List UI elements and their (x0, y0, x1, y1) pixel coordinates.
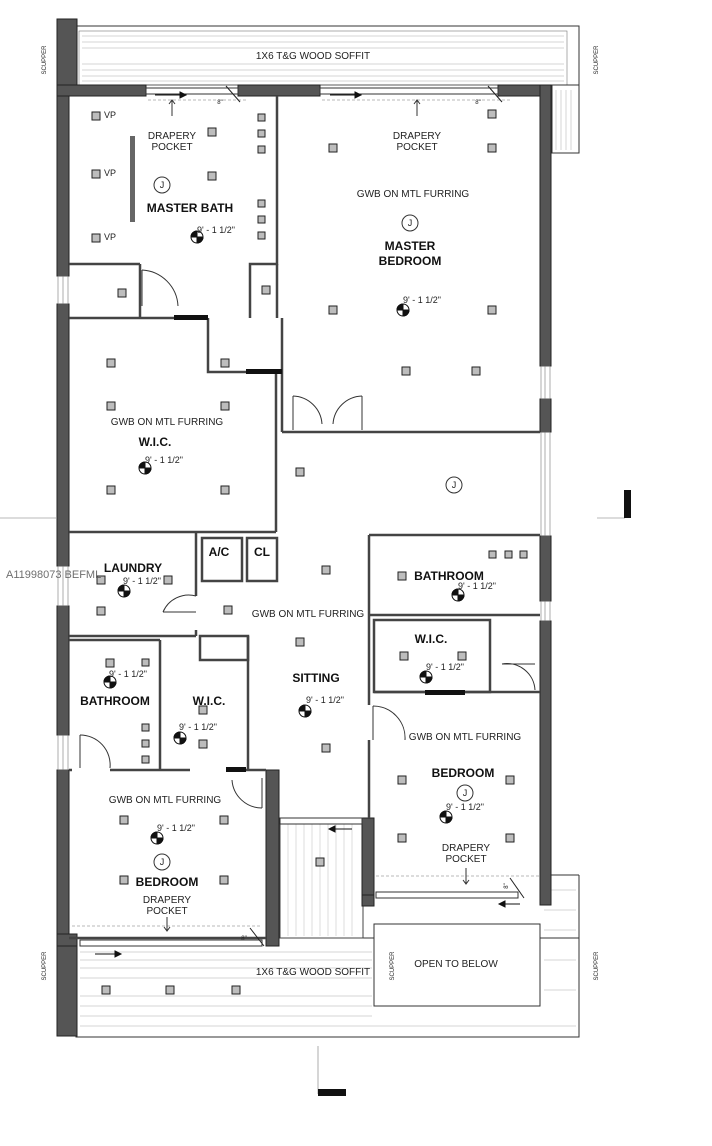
drapery-label-mbr: DRAPERY (393, 131, 441, 142)
vp-label-2: VP (104, 168, 116, 178)
gwb-note-br: GWB ON MTL FURRING (409, 732, 522, 743)
room-wic-top: W.I.C. (139, 435, 172, 449)
pocket-arrows (163, 99, 470, 932)
sliding-doors (72, 85, 540, 947)
junction-j-2: J (408, 218, 413, 228)
scupper-top-right: SCUPPER (594, 45, 600, 75)
dim-8-mbr: 8" (475, 100, 480, 106)
vp-label-3: VP (104, 232, 116, 242)
height-label-wic-right: 9' - 1 1/2" (426, 662, 464, 672)
room-master-bath: MASTER BATH (147, 201, 233, 215)
room-sitting: SITTING (292, 671, 339, 685)
junction-j-5: J (463, 788, 468, 798)
room-laundry: LAUNDRY (104, 561, 162, 575)
open-to-below-label: OPEN TO BELOW (414, 959, 498, 970)
height-label-wic: 9' - 1 1/2" (145, 455, 183, 465)
height-label-wic-left: 9' - 1 1/2" (179, 722, 217, 732)
dim-8-br: 8" (504, 883, 510, 888)
height-label-sitting: 9' - 1 1/2" (306, 695, 344, 705)
pocket-door-wic-left (226, 767, 246, 772)
balcony-deck (279, 817, 364, 939)
room-master-bedroom-1: MASTER (385, 239, 436, 253)
room-labels: MASTER BATH MASTER BEDROOM W.I.C. LAUNDR… (80, 201, 494, 889)
height-label-bed-left: 9' - 1 1/2" (157, 823, 195, 833)
height-label-bath-right: 9' - 1 1/2" (458, 581, 496, 591)
scupper-bottom-right: SCUPPER (594, 951, 600, 981)
junction-j-3: J (452, 480, 457, 490)
height-label-mb: 9' - 1 1/2" (197, 225, 235, 235)
ceiling-fixtures (91, 109, 528, 995)
gwb-note-bl: GWB ON MTL FURRING (109, 795, 222, 806)
drapery-label-bl: DRAPERY (143, 895, 191, 906)
height-label-laundry: 9' - 1 1/2" (123, 576, 161, 586)
room-wic-left: W.I.C. (193, 694, 226, 708)
height-label-mbr: 9' - 1 1/2" (403, 295, 441, 305)
ceiling-height-markers (103, 230, 465, 845)
junction-j-4: J (160, 857, 165, 867)
room-master-bedroom-2: BEDROOM (379, 254, 442, 268)
gwb-note-wic: GWB ON MTL FURRING (111, 417, 224, 428)
dim-labels: 8" 8" 8" 8" (217, 100, 510, 942)
height-label-bath-left: 9' - 1 1/2" (109, 669, 147, 679)
height-labels: 9' - 1 1/2" 9' - 1 1/2" 9' - 1 1/2" 9' -… (109, 225, 496, 833)
section-marker-bottom (318, 1089, 346, 1096)
room-wic-right: W.I.C. (415, 632, 448, 646)
pocket-door-wic (246, 369, 282, 374)
vanity-counter (130, 136, 135, 222)
junction-letters: J J J J J (160, 180, 468, 867)
top-soffit (75, 25, 580, 154)
pocket-label-br: POCKET (445, 854, 486, 865)
gwb-note-sitting: GWB ON MTL FURRING (252, 609, 365, 620)
soffit-top-label: 1X6 T&G WOOD SOFFIT (256, 51, 370, 62)
interior-walls (69, 96, 540, 940)
room-ac: A/C (209, 545, 230, 559)
pocket-label-mbr: POCKET (396, 142, 437, 153)
vp-labels: VP VP VP (104, 110, 116, 242)
room-bathroom-left: BATHROOM (80, 694, 150, 708)
scupper-labels: SCUPPER SCUPPER SCUPPER SCUPPER SCUPPER (42, 45, 600, 981)
gwb-note-mbr: GWB ON MTL FURRING (357, 189, 470, 200)
exterior-walls (56, 18, 552, 1037)
drapery-label-br: DRAPERY (442, 843, 490, 854)
junction-j-1: J (160, 180, 165, 190)
room-bathroom-right: BATHROOM (414, 569, 484, 583)
scupper-top-left: SCUPPER (42, 45, 48, 75)
dim-8-mb: 8" (217, 100, 222, 106)
room-bedroom-left: BEDROOM (136, 875, 199, 889)
vp-label-1: VP (104, 110, 116, 120)
scupper-bottom-left: SCUPPER (42, 951, 48, 981)
windows (57, 275, 551, 771)
pocket-label-bl: POCKET (146, 906, 187, 917)
height-label-bed-right: 9' - 1 1/2" (446, 802, 484, 812)
watermark: A11998073 BEFML (6, 569, 101, 581)
drapery-label-mb: DRAPERY (148, 131, 196, 142)
pocket-door-mb (174, 315, 208, 320)
slide-arrows (95, 91, 520, 958)
room-bedroom-right: BEDROOM (432, 766, 495, 780)
doors (79, 269, 536, 809)
junction-box-circles (153, 176, 474, 871)
dim-8-bl: 8" (241, 936, 246, 942)
section-marker-right (624, 490, 631, 518)
gwb-notes: GWB ON MTL FURRING GWB ON MTL FURRING GW… (109, 189, 522, 806)
room-cl: CL (254, 545, 270, 559)
pocket-label-mb: POCKET (151, 142, 192, 153)
soffit-bottom-label: 1X6 T&G WOOD SOFFIT (256, 967, 370, 978)
scupper-bottom-mid: SCUPPER (390, 951, 396, 981)
pocket-door-br (425, 690, 465, 695)
